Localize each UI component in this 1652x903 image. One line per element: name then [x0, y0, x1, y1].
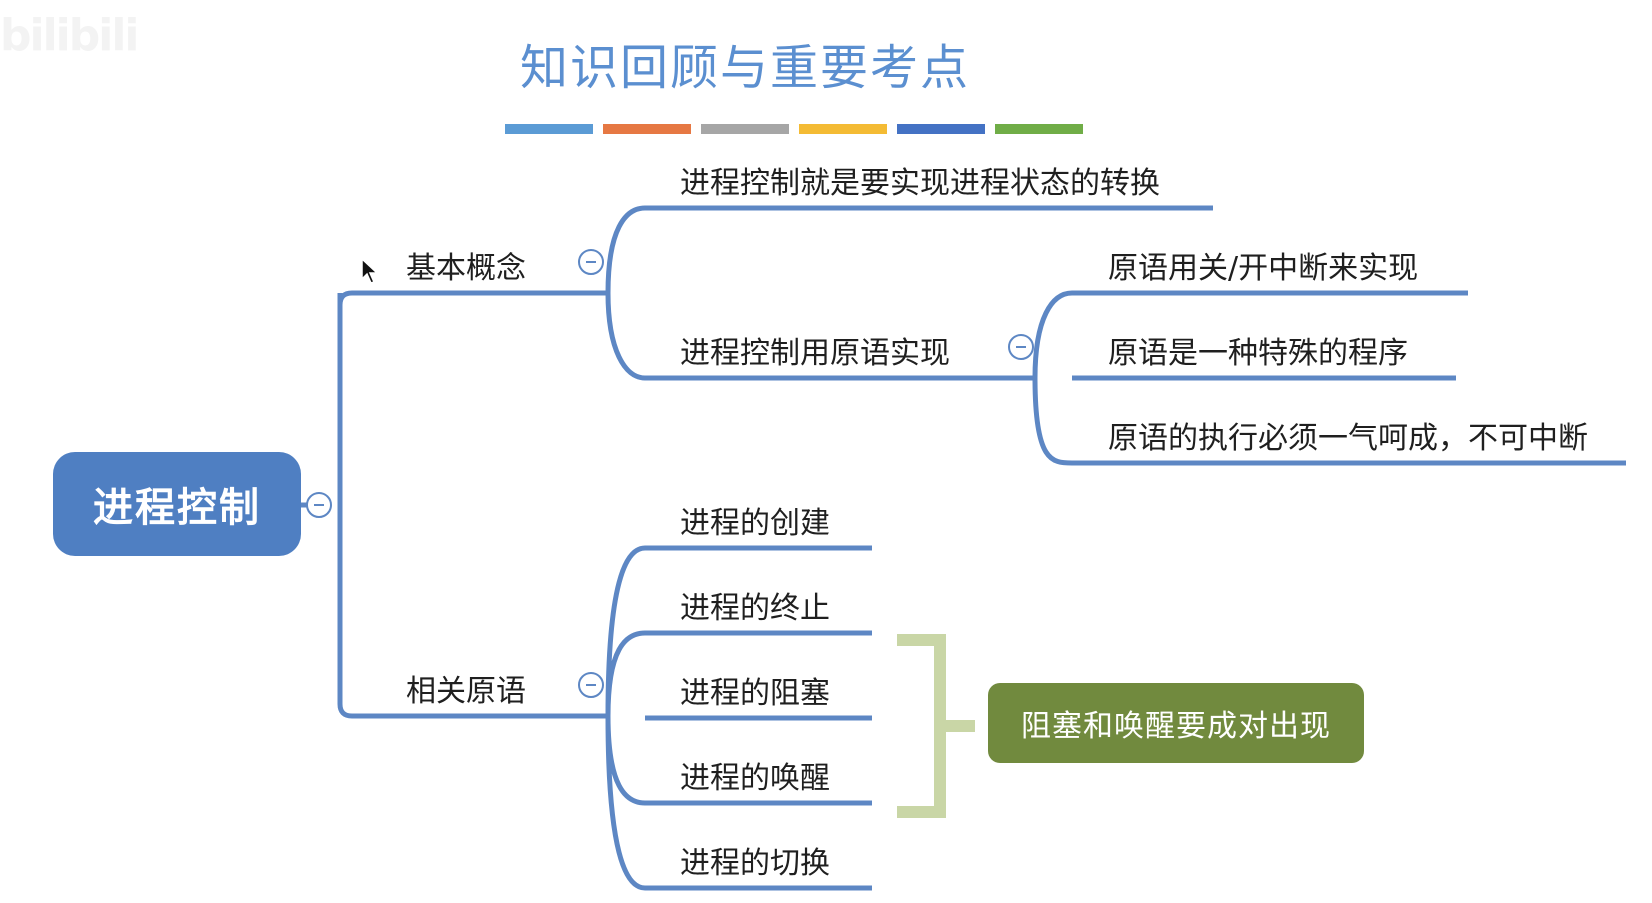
collapse-icon[interactable]	[306, 492, 332, 518]
node-create[interactable]: 进程的创建	[680, 506, 830, 541]
branch-basic-concept[interactable]: 基本概念	[406, 251, 526, 286]
bilibili-watermark: bilibili	[0, 10, 139, 61]
strip-segment	[603, 124, 691, 134]
strip-segment	[505, 124, 593, 134]
trunk-connector	[337, 290, 370, 719]
root-node-label: 进程控制	[93, 485, 261, 531]
strip-segment	[897, 124, 985, 134]
strip-segment	[995, 124, 1083, 134]
related-primitives-connector	[605, 545, 646, 891]
cursor-icon	[361, 258, 379, 284]
note-block-wakeup-pair[interactable]: 阻塞和唤醒要成对出现	[988, 683, 1364, 763]
group-bracket	[897, 634, 975, 818]
primitive-impl-connector	[1032, 290, 1073, 466]
node-switch[interactable]: 进程的切换	[680, 846, 830, 881]
node-primitive-interrupts[interactable]: 原语用关/开中断来实现	[1108, 251, 1419, 286]
node-block[interactable]: 进程的阻塞	[680, 676, 830, 711]
strip-segment	[799, 124, 887, 134]
node-terminate[interactable]: 进程的终止	[680, 591, 830, 626]
node-wakeup[interactable]: 进程的唤醒	[680, 761, 830, 796]
branch-related-primitives[interactable]: 相关原语	[406, 674, 526, 709]
basic-concept-connector	[605, 205, 646, 381]
strip-segment	[701, 124, 789, 134]
collapse-icon[interactable]	[578, 249, 604, 275]
collapse-icon[interactable]	[578, 672, 604, 698]
root-node[interactable]: 进程控制	[53, 452, 301, 556]
node-primitive-special-program[interactable]: 原语是一种特殊的程序	[1108, 336, 1408, 371]
node-concept-primitive-impl[interactable]: 进程控制用原语实现	[680, 336, 950, 371]
note-label: 阻塞和唤醒要成对出现	[1021, 709, 1331, 744]
node-concept-state-transition[interactable]: 进程控制就是要实现进程状态的转换	[680, 166, 1160, 201]
node-primitive-atomic[interactable]: 原语的执行必须一气呵成，不可中断	[1108, 421, 1588, 456]
collapse-icon[interactable]	[1008, 334, 1034, 360]
page-title: 知识回顾与重要考点	[520, 40, 971, 96]
